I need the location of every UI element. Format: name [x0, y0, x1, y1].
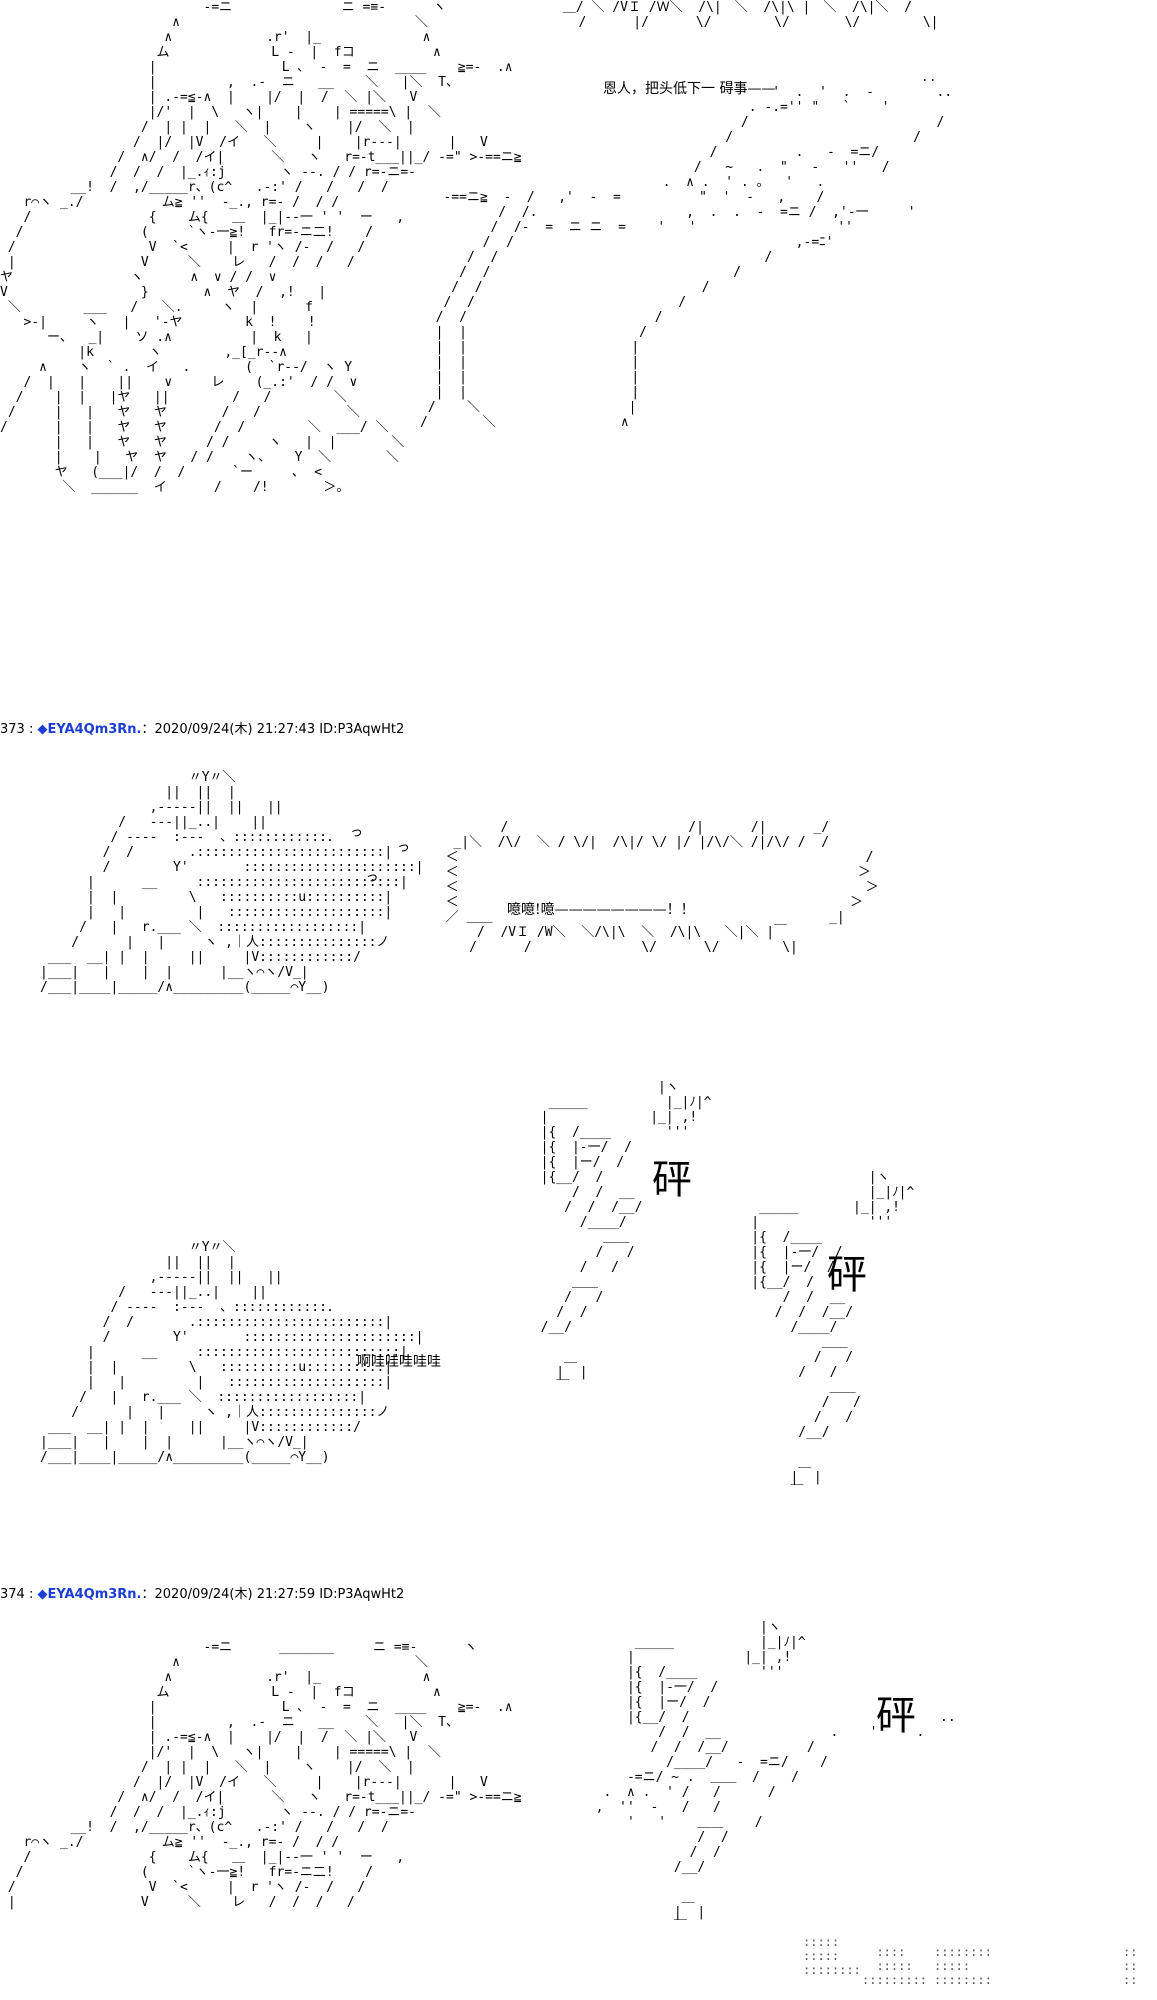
ascii-art-panel4-speedlines: |ヽ _____ |_|ﾉ|^ | |_| ,! |{ /____ ''' |{…: [595, 1620, 956, 1935]
ascii-art-panel1-bubble-top: ＿/ ＼ /VＩ /Ｗ＼ /\|￣＼ /\|\ |￣＼ /\|＼ / / |/ …: [562, 0, 939, 30]
ascii-art-panel4-figure: -=ニ _______ ニ =≡- ヽ ∧ ＼ ∧ .r' |_ ∧ ム L -…: [7, 1640, 522, 1910]
ascii-art-panel1-figure: -=ニ ニ =≡- ヽ ∧ ＼ ∧ .r' |_ ∧ ム L - | fコ ∧: [0, 0, 522, 495]
post-datetime-id: 2020/09/24(木) 21:27:43 ID:P3AqwHt2: [154, 722, 405, 737]
dotted-block-2: :::: ::::: :::::::::: [862, 1945, 928, 1987]
post-number: 373: [0, 722, 25, 737]
ascii-art-sfx-doon-1: |ヽ _____ |_|ﾉ|^ | |_| ,! |{ /____ ''' |{…: [540, 1080, 712, 1395]
dialog-text-benefactor: 恩人，把头低下一 碍事——: [603, 81, 776, 97]
sfx-bang-3: 砰: [876, 1693, 916, 1739]
ascii-art-shout-bubble: / /| /| _/ _|＼ /\/ ＼ / \/| /\|/ \/ |/ |/…: [445, 820, 879, 955]
dotted-block-4: :: :: ::: [1123, 1945, 1138, 1987]
ascii-art-sob-sounds: っ っ っ: [350, 825, 410, 885]
post-header-374: 374 : ◆EYA4Qm3Rn.：2020/09/24(木) 21:27:59…: [0, 1587, 405, 1602]
crying-text: 啊哇哇哇哇哇: [357, 1354, 441, 1370]
shout-text: 噫噫!噫————————！！: [507, 902, 695, 918]
poster-name-link[interactable]: ◆EYA4Qm3Rn.: [37, 1587, 142, 1602]
post-header-373: 373 : ◆EYA4Qm3Rn.：2020/09/24(木) 21:27:43…: [0, 722, 405, 737]
sfx-bang-2: 砰: [827, 1252, 867, 1298]
dotted-block-1: ::::: ::::: ::::::::: [803, 1935, 861, 1977]
ascii-art-crying-figure-1: 〃Y〃＼ || || | ,-----|| || || / ---||_..| …: [40, 770, 424, 995]
post-number: 374: [0, 1587, 25, 1602]
ascii-art-crying-figure-2: 〃Y〃＼ || || | ,-----|| || || / ---||_..| …: [40, 1240, 424, 1465]
ascii-art-sfx-doon-2: |ヽ |_|ﾉ|^ _____ |_| ,! | ''' |{ /____ |{…: [751, 1170, 915, 1500]
dotted-block-3: :::::::: ::::: ::::::::: [934, 1945, 992, 1987]
post-datetime-id: 2020/09/24(木) 21:27:59 ID:P3AqwHt2: [154, 1587, 405, 1602]
ascii-art-panel1-speedlines: .. ' . ' . - .. . -.='' " ` ' / /: [420, 70, 953, 430]
sfx-bang-1: 砰: [652, 1157, 692, 1203]
poster-name-link[interactable]: ◆EYA4Qm3Rn.: [37, 722, 142, 737]
